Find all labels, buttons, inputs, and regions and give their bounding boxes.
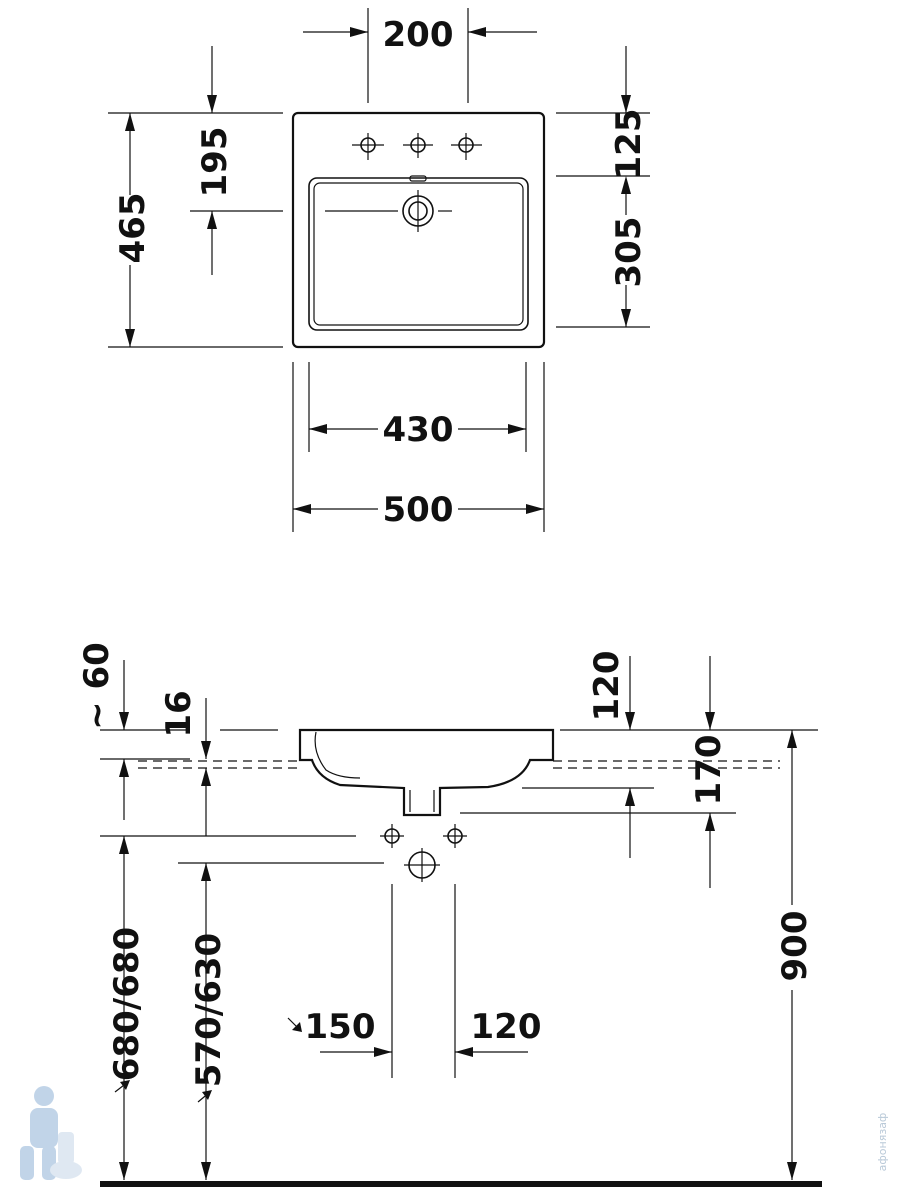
- side-view: ~ 60 16 120 170: [77, 642, 822, 1187]
- dim-bowl-depth: 305: [609, 217, 649, 288]
- bowl-outline: [308, 177, 529, 331]
- floor-line: [100, 1181, 822, 1187]
- dim-rim-height: 900: [775, 911, 815, 982]
- overflow-slot: [409, 175, 427, 182]
- watermark: афонязаф: [876, 1113, 889, 1172]
- bowl-inner-outline: [313, 182, 524, 326]
- dim-pipe-left: 150: [305, 1007, 376, 1047]
- basin-side-profile: [298, 728, 555, 817]
- dim-tap-spacing: 200: [383, 15, 454, 55]
- dim-depth-to-drain: 195: [195, 127, 235, 198]
- dim-height-2: 570/630: [189, 933, 229, 1087]
- dim-bowl-width: 430: [383, 410, 454, 450]
- dim-tap-offset: 120: [587, 651, 627, 722]
- dim-pipe-right: 120: [471, 1007, 542, 1047]
- plumber-logo-icon: [20, 1086, 82, 1180]
- tap-hole-left: [352, 133, 384, 160]
- dim-overall-depth: 465: [113, 193, 153, 264]
- dim-bowl-height: 170: [689, 735, 729, 806]
- tap-hole-center: [403, 133, 433, 158]
- tap-hole-right: [451, 133, 482, 160]
- supply-hole-left: [380, 824, 404, 848]
- dim-overall-width: 500: [383, 490, 454, 530]
- dim-rim-offset: ~ 60: [77, 642, 117, 730]
- basin-outline: [291, 111, 546, 349]
- waste-hole: [404, 848, 440, 882]
- dim-rim-thickness: 16: [159, 690, 199, 737]
- dim-height-1: 680/680: [107, 927, 147, 1081]
- top-view: 200 195 465 125 305: [108, 8, 650, 532]
- supply-hole-right: [443, 824, 467, 848]
- dim-rim-to-bowl: 125: [609, 109, 649, 180]
